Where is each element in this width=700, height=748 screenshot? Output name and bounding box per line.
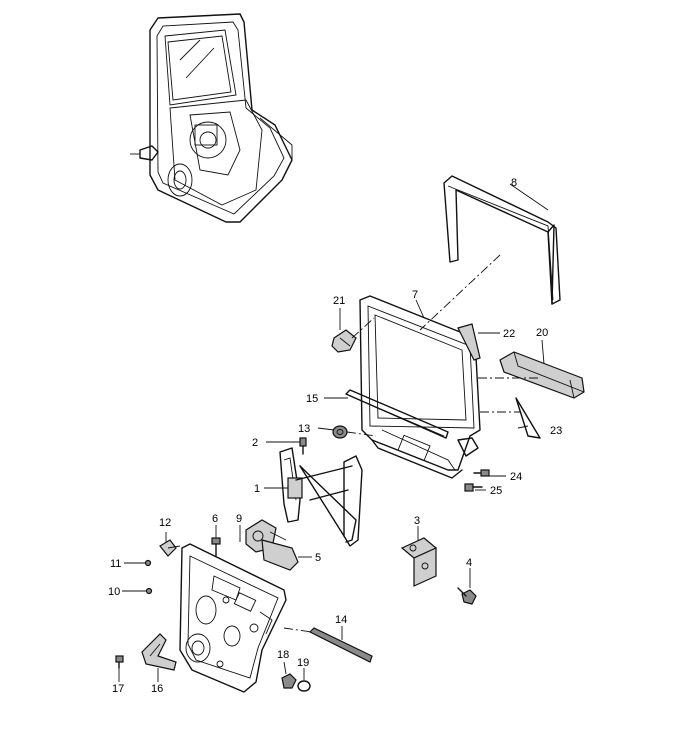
leader-lines: [118, 183, 549, 682]
callout-19: 19: [297, 657, 309, 669]
callout-21: 21: [333, 295, 345, 307]
dash-line-13: [346, 431, 377, 437]
callout-22: 22: [503, 328, 515, 340]
part-11-clip: [144, 559, 152, 567]
callout-13: 13: [298, 423, 310, 435]
callout-2: 2: [252, 437, 258, 449]
part-8-glass-run: [443, 175, 561, 305]
callout-17: 17: [112, 683, 124, 695]
dash-line-14: [283, 627, 313, 633]
part-1-regulator: [279, 447, 363, 547]
callout-1: 1: [254, 483, 260, 495]
part-2-screw: [299, 437, 307, 455]
part-18-nut: [281, 673, 297, 689]
part-16-handle: [141, 633, 177, 671]
part-6-bolt: [211, 537, 221, 557]
part-23-seal: [515, 397, 541, 439]
callout-14: 14: [335, 614, 347, 626]
part-20-cover: [499, 351, 585, 399]
part-19-plug: [297, 680, 311, 692]
part-22-trim: [457, 323, 481, 361]
callout-20: 20: [536, 327, 548, 339]
callout-16: 16: [151, 683, 163, 695]
callout-7: 7: [412, 289, 418, 301]
callout-12: 12: [159, 517, 171, 529]
part-4-bolt: [457, 587, 477, 605]
callout-4: 4: [466, 557, 472, 569]
callout-3: 3: [414, 515, 420, 527]
part-9-inner-panel: [179, 543, 287, 693]
part-14-strip: [308, 627, 373, 663]
part-7-frame: [359, 295, 481, 479]
callout-18: 18: [277, 649, 289, 661]
part-21-clip: [331, 329, 357, 353]
callout-25: 25: [490, 485, 502, 497]
callout-labels: 1 2 3 4 5 6 7 8 9 10 11 12 13 14 15 16 1…: [108, 177, 562, 695]
part-3-bracket: [400, 537, 438, 587]
part-15-seal: [345, 389, 449, 439]
part-25-screw: [464, 483, 483, 492]
callout-5: 5: [315, 552, 321, 564]
part-13-grommet: [332, 425, 348, 439]
callout-10: 10: [108, 586, 120, 598]
dash-line-8-7: [419, 254, 501, 331]
part-10-clip: [145, 587, 153, 595]
callout-24: 24: [510, 471, 522, 483]
part-24-screw: [473, 469, 490, 477]
part-12-connector: [159, 539, 181, 557]
callout-11: 11: [110, 558, 121, 570]
callout-6: 6: [212, 513, 218, 525]
door-overview: [130, 13, 293, 223]
callout-15: 15: [306, 393, 318, 405]
part-5-motor: [245, 519, 299, 571]
callout-9: 9: [236, 513, 242, 525]
part-17-screw: [115, 655, 124, 669]
callout-8: 8: [511, 177, 517, 189]
dash-line-21: [351, 317, 375, 339]
callout-23: 23: [550, 425, 562, 437]
